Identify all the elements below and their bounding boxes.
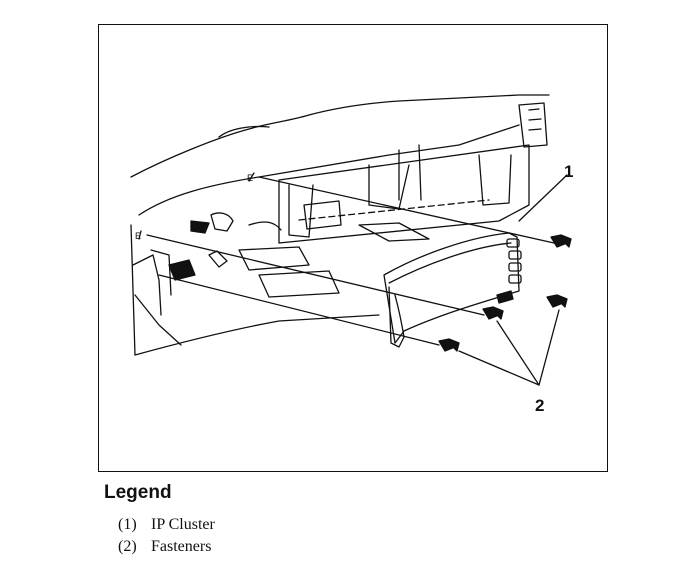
alignment-mark-e-upper: E [247, 173, 253, 183]
callout-2: 2 [535, 396, 544, 415]
fastener-top-right [550, 234, 572, 248]
dash-outline [130, 94, 550, 356]
legend-item: (2) Fasteners [118, 536, 215, 558]
ip-cluster-illustration: E E [130, 94, 573, 415]
legend-item-number: (2) [118, 538, 137, 555]
legend-item-label: Fasteners [151, 538, 212, 555]
cluster-housing [168, 102, 548, 298]
legend-item: (1) IP Cluster [118, 514, 215, 536]
leader-lines [458, 174, 568, 386]
fastener-middle-right [546, 294, 568, 308]
diagram-frame: E E [98, 24, 608, 472]
legend-item-number: (1) [118, 516, 137, 533]
fastener-middle [482, 306, 504, 320]
callout-1: 1 [564, 162, 573, 181]
legend-item-label: IP Cluster [151, 516, 215, 533]
ip-cluster [383, 232, 522, 348]
alignment-mark-e-lower: E [135, 231, 141, 241]
fastener-lower [438, 338, 460, 352]
fasteners [438, 234, 572, 352]
alignment-lines [138, 172, 555, 346]
legend-list: (1) IP Cluster (2) Fasteners [118, 514, 215, 558]
legend-heading: Legend [104, 482, 172, 503]
